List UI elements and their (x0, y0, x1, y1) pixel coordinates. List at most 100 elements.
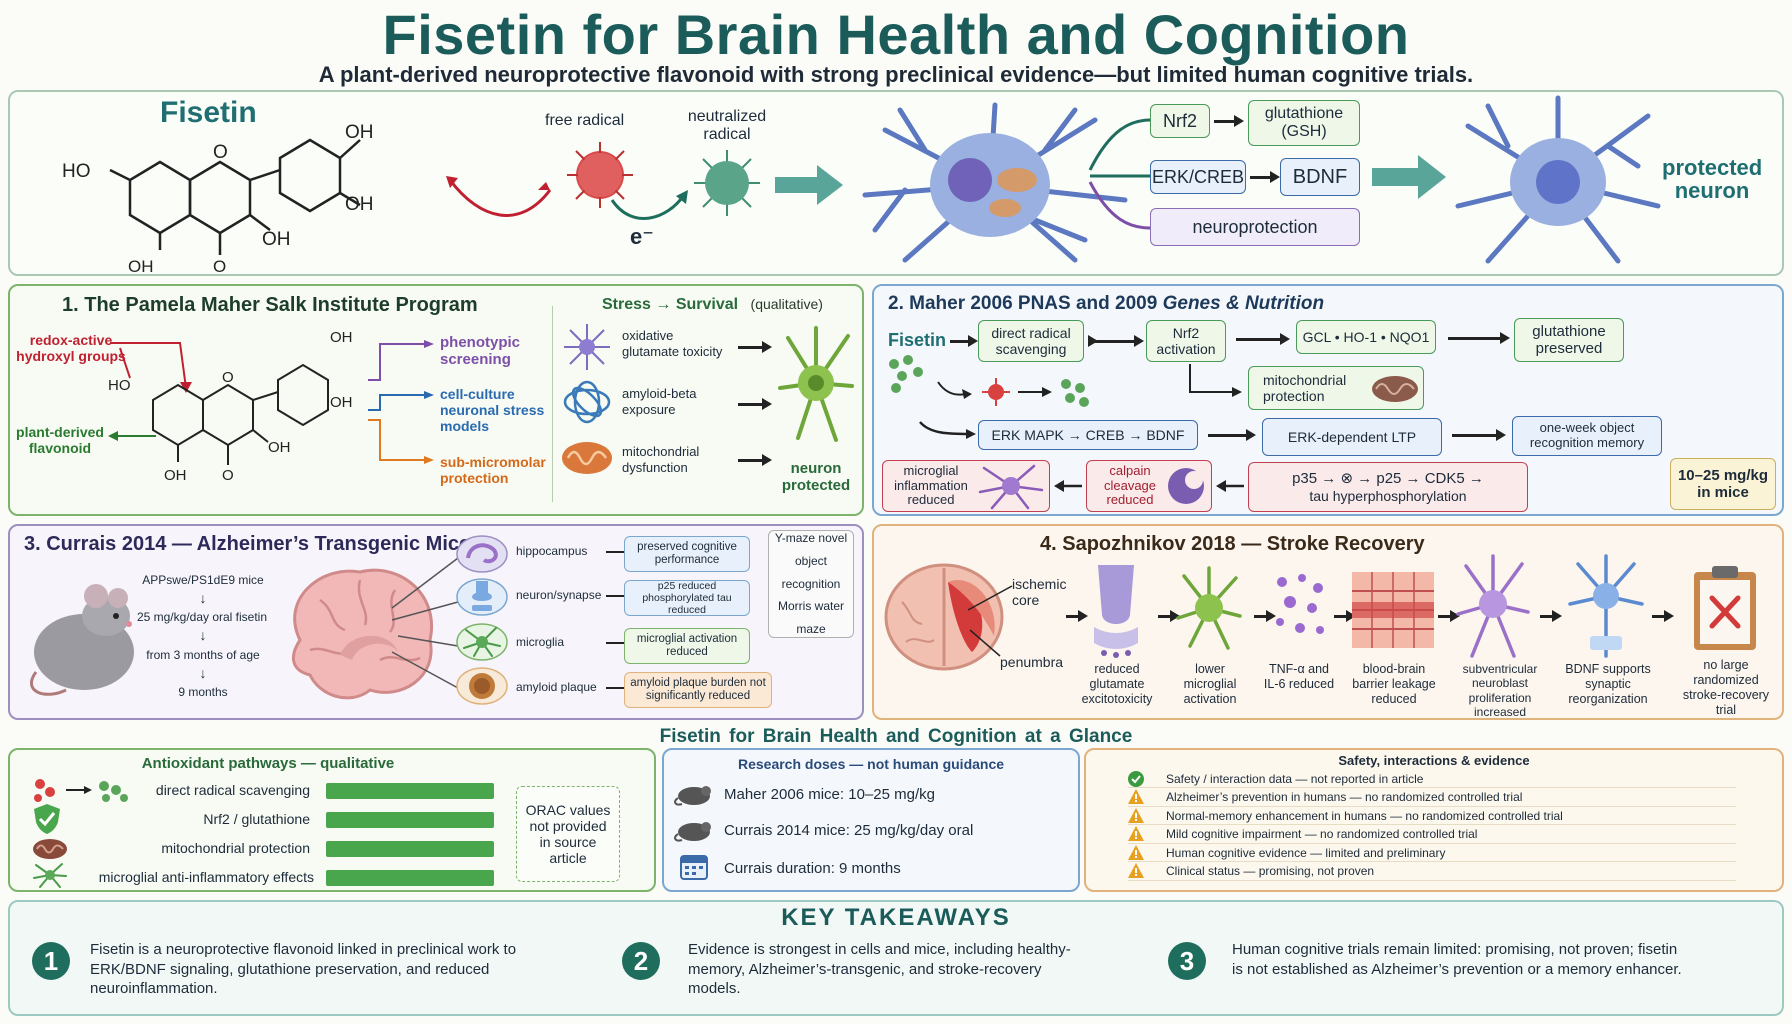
arrow (1254, 610, 1276, 622)
electron-label: e⁻ (630, 224, 654, 249)
arrow (1652, 610, 1674, 622)
qualitative-bar (326, 783, 494, 799)
oh-label: OH (262, 229, 291, 250)
antioxidant-row: mitochondrial protection (161, 840, 310, 856)
panel3-title: 3. Currais 2014 — Alzheimer’s Transgenic… (24, 533, 471, 555)
oh-label: HO (108, 377, 131, 394)
synapse-neuron-icon (1568, 554, 1644, 658)
arrow (606, 637, 634, 649)
row-label-hippocampus: hippocampus (516, 544, 588, 558)
mitochondria-icon (562, 442, 612, 474)
oh-label: OH (330, 329, 353, 346)
oh-label: OH (345, 194, 374, 215)
takeaway-text: Evidence is strongest in cells and mice,… (688, 941, 1071, 997)
stroke-step: reduced glutamate excitotoxicity (1081, 662, 1153, 706)
arrow (1090, 335, 1144, 347)
qualitative-bar (326, 870, 494, 886)
microglia-icon (978, 464, 1044, 510)
arrow (950, 335, 978, 347)
page-subtitle: A plant-derived neuroprotective flavonoi… (318, 62, 1474, 87)
panel1-title: 1. The Pamela Maher Salk Institute Progr… (62, 294, 478, 316)
mito-protection-label: mitochondrial protection (1263, 371, 1347, 404)
antioxidant-title: Antioxidant pathways — qualitative (141, 755, 395, 772)
back-arrow-icon (1216, 480, 1244, 492)
takeaway-number: 3 (1168, 942, 1206, 980)
calendar-icon (680, 855, 708, 880)
panel1-divider (552, 306, 553, 502)
safety-list: Safety / interaction data — not reported… (1128, 770, 1736, 881)
glutathione-preserved-box: glutathione preserved (1514, 318, 1624, 362)
stroke-callout-lines-icon (967, 585, 1013, 657)
warning-icon (1128, 826, 1144, 842)
ring-oxygen-label: O (222, 369, 234, 386)
back-arrow-icon (1054, 480, 1082, 492)
erk-mapk-box: ERK MAPK → CREB → BDNF (978, 420, 1198, 450)
arrow (1208, 429, 1256, 441)
doses-title: Research doses — not human guidance (737, 756, 1005, 772)
safety-row: Mild cognitive impairment — no randomize… (1128, 826, 1736, 844)
microglial-reduced-label: microglial inflammation reduced (894, 462, 968, 508)
microglial-reduced-box: microglial inflammation reduced (882, 460, 1050, 512)
qualitative-bar (326, 841, 494, 857)
calpain-label: calpain cleavage reduced (1103, 462, 1157, 508)
down-arrow: ↓ (199, 665, 207, 681)
dose-box: 10–25 mg/kg in mice (1670, 458, 1776, 510)
microglia-icon (456, 623, 508, 661)
warning-icon (1128, 844, 1144, 861)
result-plaque: amyloid plaque burden not significantly … (624, 672, 772, 708)
arrow (606, 546, 634, 558)
phenotypic-label: phenotypic screening (440, 334, 521, 369)
arrow (738, 398, 772, 410)
mouse-step: 25 mg/kg/day oral fisetin (136, 610, 268, 624)
microglia-icon (33, 863, 67, 888)
panel-sapozhnikov-2018 (872, 524, 1784, 720)
stroke-step: no large randomized stroke-recovery tria… (1682, 658, 1770, 717)
stress-title-text: Stress → Survival (602, 296, 739, 313)
safety-row: Alzheimer’s prevention in humans — no ra… (1128, 789, 1736, 807)
mouse-icon (29, 584, 134, 696)
row-label-microglia: microglia (516, 635, 565, 649)
neutralized-radical-label: neutralized radical (687, 108, 767, 143)
arrow (1158, 610, 1180, 622)
arrow (1334, 610, 1356, 622)
brain-icon (291, 568, 433, 700)
mito-label: mitochondrial dysfunction (622, 444, 700, 475)
calpain-icon (1168, 468, 1204, 504)
antioxidant-row: microglial anti-inflammatory effects (98, 869, 314, 885)
erk-ltp-box: ERK-dependent LTP (1262, 418, 1442, 456)
protected-neuron-label: protected neuron (1662, 155, 1763, 204)
safety-text: Mild cognitive impairment — no randomize… (1166, 827, 1478, 841)
hero-molecule-name: Fisetin (160, 96, 257, 129)
safety-panel (1084, 748, 1784, 892)
panel2-title: 2. Maher 2006 PNAS and 2009 Genes & Nutr… (888, 293, 1324, 315)
ischemic-core-label: ischemic core (1012, 576, 1067, 609)
safety-text: Alzheimer’s prevention in humans — no ra… (1166, 790, 1523, 804)
neutralized-radical-icon (694, 150, 760, 216)
takeaway-text: Human cognitive trials remain limited: p… (1232, 941, 1682, 978)
warning-icon (1128, 863, 1144, 879)
arrow (1236, 333, 1290, 345)
pathway-arrows-icon (1088, 118, 1151, 230)
oxidative-label: oxidative glutamate toxicity (622, 328, 723, 359)
warning-icon (1128, 789, 1144, 805)
safety-text: Clinical status — promising, not proven (1166, 864, 1375, 878)
oh-label: OH (164, 467, 187, 484)
big-arrow-icon (775, 165, 843, 205)
antioxidant-row: direct radical scavenging (155, 782, 310, 798)
neuron-protected-label: neuron protected (781, 460, 851, 495)
glutamate-receptor-icon (1094, 565, 1138, 658)
stroke-step: subventricular neuroblast proliferation … (1462, 662, 1538, 720)
dose-row: Currais duration: 9 months (724, 860, 901, 877)
nrf2-activation-box: Nrf2 activation (1146, 320, 1226, 362)
page-title: Fisetin for Brain Health and Cognition (382, 3, 1410, 66)
mito-branch-arrow-icon (1189, 364, 1242, 397)
clipboard-x-icon (1694, 566, 1756, 650)
orac-box: ORAC values not provided in source artic… (516, 786, 620, 882)
carbonyl-oxygen-label: O (222, 467, 234, 484)
takeaway-number: 1 (32, 942, 70, 980)
panel2-fisetin-label: Fisetin (888, 330, 947, 350)
stroke-step: lower microglial activation (1183, 662, 1237, 706)
direct-scavenging-box: direct radical scavenging (978, 320, 1084, 362)
stroke-step: TNF-α and IL-6 reduced (1263, 662, 1335, 691)
radical-scavenge-icon (34, 779, 128, 802)
